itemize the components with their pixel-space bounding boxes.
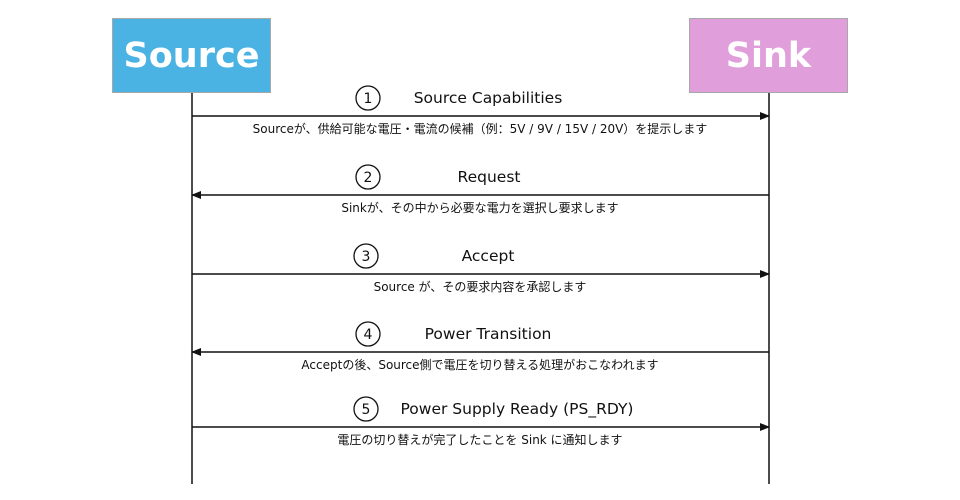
message-5: 5 Power Supply Ready (PS_RDY) 電圧の切り替えが完了した… <box>192 396 770 447</box>
message-description: Source が、その要求内容を承認します <box>374 279 587 294</box>
step-number-circle <box>353 396 379 422</box>
step-number-circle <box>355 164 381 190</box>
message-description: Sinkが、その中から必要な電力を選択し要求します <box>341 200 618 215</box>
step-number: 5 <box>362 402 371 418</box>
step-number-circle <box>355 321 381 347</box>
message-title: Power Transition <box>425 325 552 343</box>
message-description: Acceptの後、Source側で電圧を切り替える処理がおこなわれます <box>301 357 658 372</box>
step-number: 4 <box>364 327 373 343</box>
message-title: Accept <box>462 247 515 265</box>
step-number-circle <box>353 243 379 269</box>
sink-actor-label: Sink <box>725 35 812 76</box>
sink-actor-box: Sink <box>689 18 848 93</box>
message-title: Source Capabilities <box>414 89 563 107</box>
message-title: Power Supply Ready (PS_RDY) <box>401 400 634 419</box>
message-description: 電圧の切り替えが完了したことを Sink に通知します <box>337 432 622 447</box>
source-actor-label: Source <box>123 35 260 76</box>
message-description: Sourceが、供給可能な電圧・電流の候補（例：5V / 9V / 15V / … <box>253 121 708 136</box>
source-actor-box: Source <box>112 18 271 93</box>
step-number-circle <box>355 85 381 111</box>
step-number: 2 <box>364 170 373 186</box>
step-number: 3 <box>362 249 371 265</box>
step-number: 1 <box>364 91 373 107</box>
message-title: Request <box>458 168 521 186</box>
message-4: 4 Power TransitionAcceptの後、Source側で電圧を切り替… <box>191 321 769 372</box>
message-1: 1 Source CapabilitiesSourceが、供給可能な電圧・電流の候… <box>192 85 770 136</box>
